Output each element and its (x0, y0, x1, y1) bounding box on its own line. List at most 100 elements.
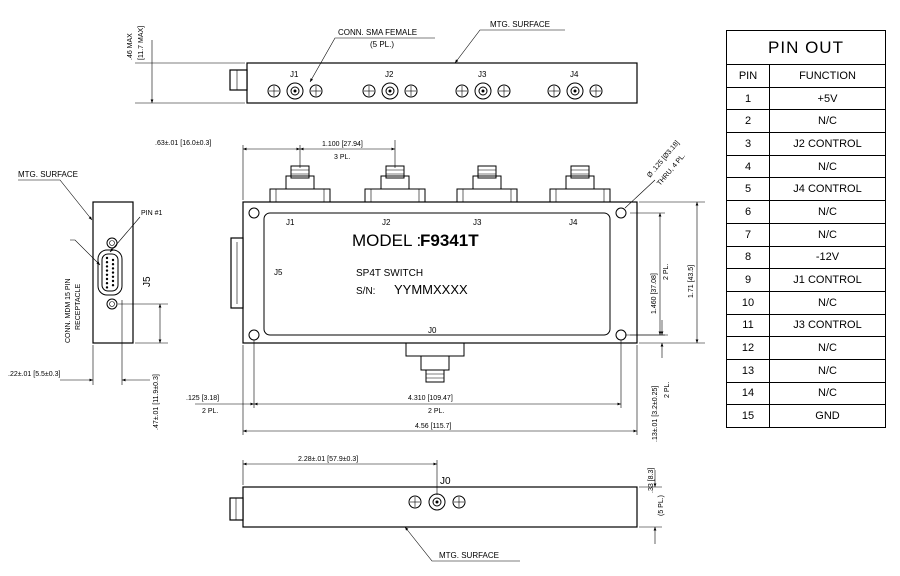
pin-number: 11 (726, 313, 770, 338)
pin-number: 2 (726, 109, 770, 134)
pin-function: N/C (769, 381, 886, 406)
front-view-connectors (269, 165, 611, 203)
pin-function: N/C (769, 336, 886, 360)
pin-function: -12V (769, 245, 886, 270)
front-view: J1 J2 J3 J4 J5 J0 MODEL : F9341T SP4T SW… (155, 140, 705, 442)
front-j0-label: J0 (428, 326, 437, 335)
model-number: F9341T (420, 231, 479, 250)
pin-column-header: PIN (726, 64, 770, 88)
pin-number: 9 (726, 268, 770, 292)
j0-connector (405, 342, 465, 383)
front-dim-hole-height-count: 2 PL. (663, 264, 670, 280)
front-port-label: J1 (286, 218, 295, 227)
top-height-dim: .46 MAX (127, 33, 134, 60)
top-conn-note: CONN. SMA FEMALE (338, 28, 417, 37)
pin-number: 6 (726, 200, 770, 224)
side-dim-width: .22±.01 [5.5±0.3] (8, 371, 60, 378)
side-conn-note2: RECEPTACLE (75, 284, 82, 330)
switch-type: SP4T SWITCH (356, 268, 423, 279)
front-port-label: J4 (569, 218, 578, 227)
top-port-label: J3 (478, 70, 487, 79)
pin-number: 4 (726, 154, 770, 179)
bottom-dim-count: (5 PL.) (658, 495, 665, 516)
pin-function: GND (769, 404, 886, 428)
top-view: J1 J2 J3 J4 .46 MAX [11.7 MAX] CONN. SMA FE… (127, 20, 638, 104)
mdm-screw-top (106, 237, 118, 249)
top-view-body (246, 62, 638, 104)
top-conn-count: (5 PL.) (370, 40, 394, 49)
pin-number: 8 (726, 245, 770, 270)
mdm-screw-bottom (106, 298, 118, 310)
serial-number: YYMMXXXX (394, 282, 468, 297)
front-view-body (242, 201, 638, 344)
pin-function: N/C (769, 154, 886, 179)
front-dim-bottom-hole: .13±.01 [3.2±0.25] (652, 386, 659, 442)
top-view-connectors: J1 J2 J3 J4 (267, 70, 603, 100)
side-view: PIN #1 J5 MTG. SURFACE CONN. MDM 15 PIN … (8, 170, 168, 430)
front-port-label: J2 (382, 218, 391, 227)
pin-number: 3 (726, 132, 770, 156)
pin-table-row: 1+5V (726, 86, 886, 111)
pin-function: N/C (769, 290, 886, 315)
sma-connector-front (549, 165, 611, 203)
sma-connector-front (364, 165, 426, 203)
front-dim-hole-height: 1.460 [37.08] (651, 273, 658, 314)
pin-number: 12 (726, 336, 770, 360)
front-dim-height: 1.71 [43.5] (688, 265, 695, 298)
pin-number: 1 (726, 86, 770, 111)
model-label: MODEL : (352, 231, 421, 250)
sma-connector-top: J2 (362, 70, 418, 100)
pin-number: 14 (726, 381, 770, 406)
top-port-label: J1 (290, 70, 299, 79)
bottom-j0: J0 (440, 476, 451, 487)
bottom-dim-offset: 2.28±.01 [57.9±0.3] (298, 456, 358, 463)
front-j5-label: J5 (274, 268, 283, 277)
function-column-header: FUNCTION (769, 64, 886, 88)
pin-function: N/C (769, 358, 886, 383)
pin-function: J1 CONTROL (769, 268, 886, 292)
side-j5: J5 (142, 276, 153, 287)
side-dim-height: .47±.01 [11.9±0.3] (153, 374, 160, 430)
pin-number: 15 (726, 404, 770, 428)
pin-number: 7 (726, 222, 770, 247)
front-view-label-area (263, 212, 611, 336)
mounting-hole (615, 207, 627, 219)
pin-function: +5V (769, 86, 886, 111)
bottom-view-body (242, 486, 638, 528)
front-dim-bottom-hole-count: 2 PL. (664, 382, 671, 398)
bottom-view-side-tab (229, 497, 244, 521)
sma-connector-front (456, 165, 518, 203)
front-port-label: J3 (473, 218, 482, 227)
mdm-connector-pins (105, 256, 115, 289)
pin-function: N/C (769, 222, 886, 247)
pin-number: 10 (726, 290, 770, 315)
pin-function: N/C (769, 200, 886, 224)
pin-table-title: PIN OUT (726, 30, 886, 65)
sma-connector-top: J3 (455, 70, 511, 100)
sn-label: S/N: (356, 286, 375, 297)
bottom-view: J0 2.28±.01 [57.9±0.3] .33 [8.3] (5 PL.)… (229, 456, 665, 562)
top-mtg-surface: MTG. SURFACE (490, 20, 550, 29)
bottom-dim-height: .33 [8.3] (648, 468, 655, 493)
sma-connector-top: J4 (547, 70, 603, 100)
side-conn-note: CONN. MDM 15 PIN (65, 278, 72, 343)
mounting-hole (248, 207, 260, 219)
top-view-side-tab (229, 69, 248, 91)
top-height-dim-mm: [11.7 MAX] (138, 26, 145, 60)
front-dim-pitch: 1.100 [27.94] (322, 141, 363, 148)
top-port-label: J2 (385, 70, 394, 79)
front-dim-left: .63±.01 [16.0±0.3] (155, 140, 211, 147)
sma-connector-top: J1 (267, 70, 323, 100)
pin-function: J3 CONTROL (769, 313, 886, 338)
